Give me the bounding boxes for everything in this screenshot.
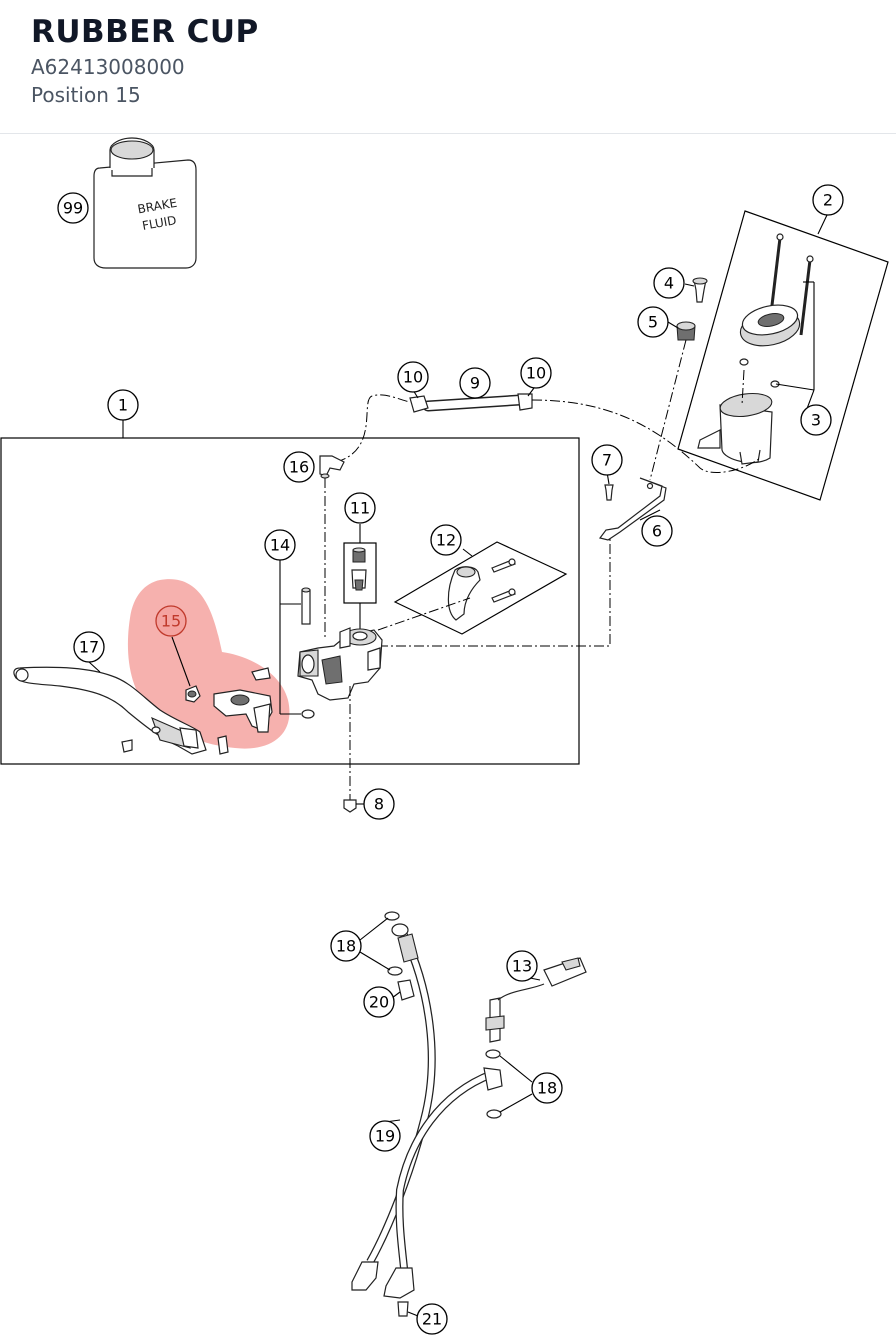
bleed-screw-part	[397, 979, 415, 1001]
callout-6[interactable]: 6	[641, 515, 673, 547]
svg-text:1: 1	[118, 396, 128, 415]
part-position: Position 15	[31, 83, 141, 107]
svg-text:6: 6	[652, 522, 662, 541]
svg-text:9: 9	[470, 374, 480, 393]
svg-text:16: 16	[289, 458, 309, 477]
callout-18-bottom[interactable]: 18	[531, 1072, 563, 1104]
svg-text:15: 15	[161, 612, 181, 631]
svg-text:18: 18	[336, 937, 356, 956]
pin-part	[301, 587, 315, 719]
bottle-label-line1: BRAKE	[137, 196, 179, 217]
part-title: RUBBER CUP	[31, 14, 259, 50]
rubber-cup-part	[185, 685, 201, 703]
callout-4[interactable]: 4	[653, 267, 685, 299]
banjo-part	[319, 455, 345, 479]
svg-text:99: 99	[63, 199, 83, 218]
svg-text:5: 5	[648, 313, 658, 332]
svg-text:19: 19	[375, 1127, 395, 1146]
svg-text:21: 21	[422, 1310, 442, 1329]
callout-14[interactable]: 14	[264, 529, 296, 561]
brake-lever-part	[13, 666, 229, 755]
callout-11[interactable]: 11	[344, 492, 376, 524]
bracket-part	[598, 477, 667, 541]
o-ring-part	[384, 911, 400, 921]
assembly-box-2	[677, 210, 889, 501]
svg-text:10: 10	[403, 368, 423, 387]
callout-13[interactable]: 13	[506, 950, 538, 982]
bottle-label-line2: FLUID	[141, 213, 177, 233]
svg-text:14: 14	[270, 536, 290, 555]
hose-part	[409, 393, 533, 413]
svg-text:2: 2	[823, 191, 833, 210]
pressure-switch-part	[485, 957, 587, 1043]
assembly-box-12	[393, 541, 568, 635]
svg-text:11: 11	[350, 499, 370, 518]
callout-12[interactable]: 12	[430, 524, 462, 556]
callout-18-top[interactable]: 18	[330, 930, 362, 962]
callout-19[interactable]: 19	[369, 1120, 401, 1152]
svg-text:8: 8	[374, 795, 384, 814]
svg-text:18: 18	[537, 1079, 557, 1098]
assembly-box-1	[0, 437, 580, 765]
callout-17[interactable]: 17	[73, 631, 105, 663]
svg-text:17: 17	[79, 638, 99, 657]
callout-15[interactable]: 15	[155, 605, 187, 637]
brake-fluid-bottle: BRAKE FLUID	[93, 137, 197, 269]
callout-99[interactable]: 99	[57, 192, 89, 224]
callout-3[interactable]: 3	[800, 404, 832, 436]
svg-text:7: 7	[602, 451, 612, 470]
svg-text:13: 13	[512, 957, 532, 976]
callout-16[interactable]: 16	[283, 451, 315, 483]
clamp-part	[447, 558, 516, 621]
brake-line-part	[351, 923, 503, 1299]
part-number: A62413008000	[31, 55, 185, 79]
callout-9[interactable]: 9	[459, 367, 491, 399]
svg-text:10: 10	[526, 364, 546, 383]
callout-7[interactable]: 7	[591, 444, 623, 476]
callout-2[interactable]: 2	[812, 184, 844, 216]
svg-text:3: 3	[811, 411, 821, 430]
callout-5[interactable]: 5	[637, 306, 669, 338]
kit-11-part	[351, 547, 367, 591]
callout-20[interactable]: 20	[363, 986, 395, 1018]
part-header: RUBBER CUP A62413008000 Position 15	[0, 0, 896, 134]
callout-10-left[interactable]: 10	[397, 361, 429, 393]
svg-text:4: 4	[664, 274, 674, 293]
callout-21[interactable]: 21	[416, 1303, 448, 1335]
reservoir-part	[667, 233, 815, 465]
pivot-part	[213, 667, 273, 733]
callout-10-right[interactable]: 10	[520, 357, 552, 389]
master-cylinder-part	[297, 627, 383, 701]
callout-1[interactable]: 1	[107, 389, 139, 421]
svg-text:20: 20	[369, 993, 389, 1012]
svg-text:12: 12	[436, 531, 456, 550]
callout-8[interactable]: 8	[363, 788, 395, 820]
